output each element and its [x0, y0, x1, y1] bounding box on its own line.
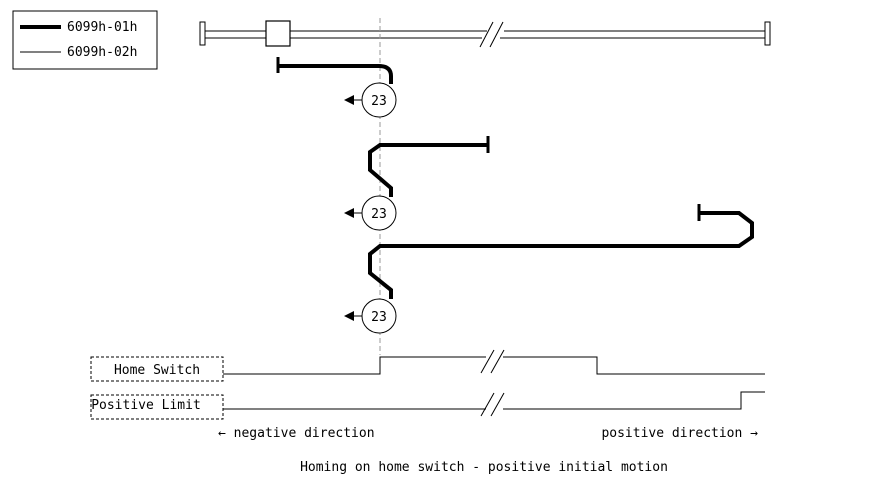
arrow-left-icon-1 [344, 95, 354, 105]
positive-limit-break-mark-1 [480, 392, 495, 417]
rail-right-end-stop [764, 21, 771, 46]
positive-limit-label: Positive Limit [91, 398, 201, 413]
travel-rail [199, 20, 771, 48]
trajectory-2: 23 [344, 136, 490, 231]
rail-break-mark-2 [489, 21, 504, 48]
negative-direction-label: ← negative direction [218, 426, 375, 441]
method-number-3: 23 [371, 310, 387, 325]
legend-thick-label: 6099h-01h [67, 20, 137, 35]
home-switch-signal: Home Switch [90, 349, 765, 382]
trajectory-1-path [278, 64, 393, 84]
home-switch-label: Home Switch [114, 363, 200, 378]
trajectory-3: 23 [344, 204, 754, 334]
rail-left-end-stop [199, 21, 206, 46]
home-switch-break-mark-2 [490, 349, 505, 374]
legend-frame [12, 10, 158, 70]
positive-limit-break-mark-2 [490, 392, 505, 417]
positive-direction-label: positive direction → [601, 426, 758, 441]
carriage-block [265, 20, 291, 47]
rail-break-mark-1 [479, 21, 494, 48]
trajectory-1: 23 [276, 57, 397, 118]
diagram-caption: Homing on home switch - positive initial… [300, 460, 668, 475]
home-switch-label-box [90, 356, 224, 382]
home-switch-waveform-left [223, 356, 486, 375]
arrow-left-icon-2 [344, 208, 354, 218]
method-number-2: 23 [371, 207, 387, 222]
method-number-1: 23 [371, 94, 387, 109]
home-switch-break-mark-1 [480, 349, 495, 374]
arrow-left-icon-3 [344, 311, 354, 321]
positive-limit-label-box [90, 394, 224, 420]
legend-thin-label: 6099h-02h [67, 45, 137, 60]
trajectory-2-path [368, 143, 488, 197]
legend: 6099h-01h 6099h-02h [12, 10, 158, 70]
home-switch-waveform-right [503, 356, 765, 375]
positive-limit-signal: Positive Limit [90, 391, 765, 420]
trajectory-3-path [368, 211, 754, 299]
positive-limit-waveform-right [503, 391, 765, 410]
